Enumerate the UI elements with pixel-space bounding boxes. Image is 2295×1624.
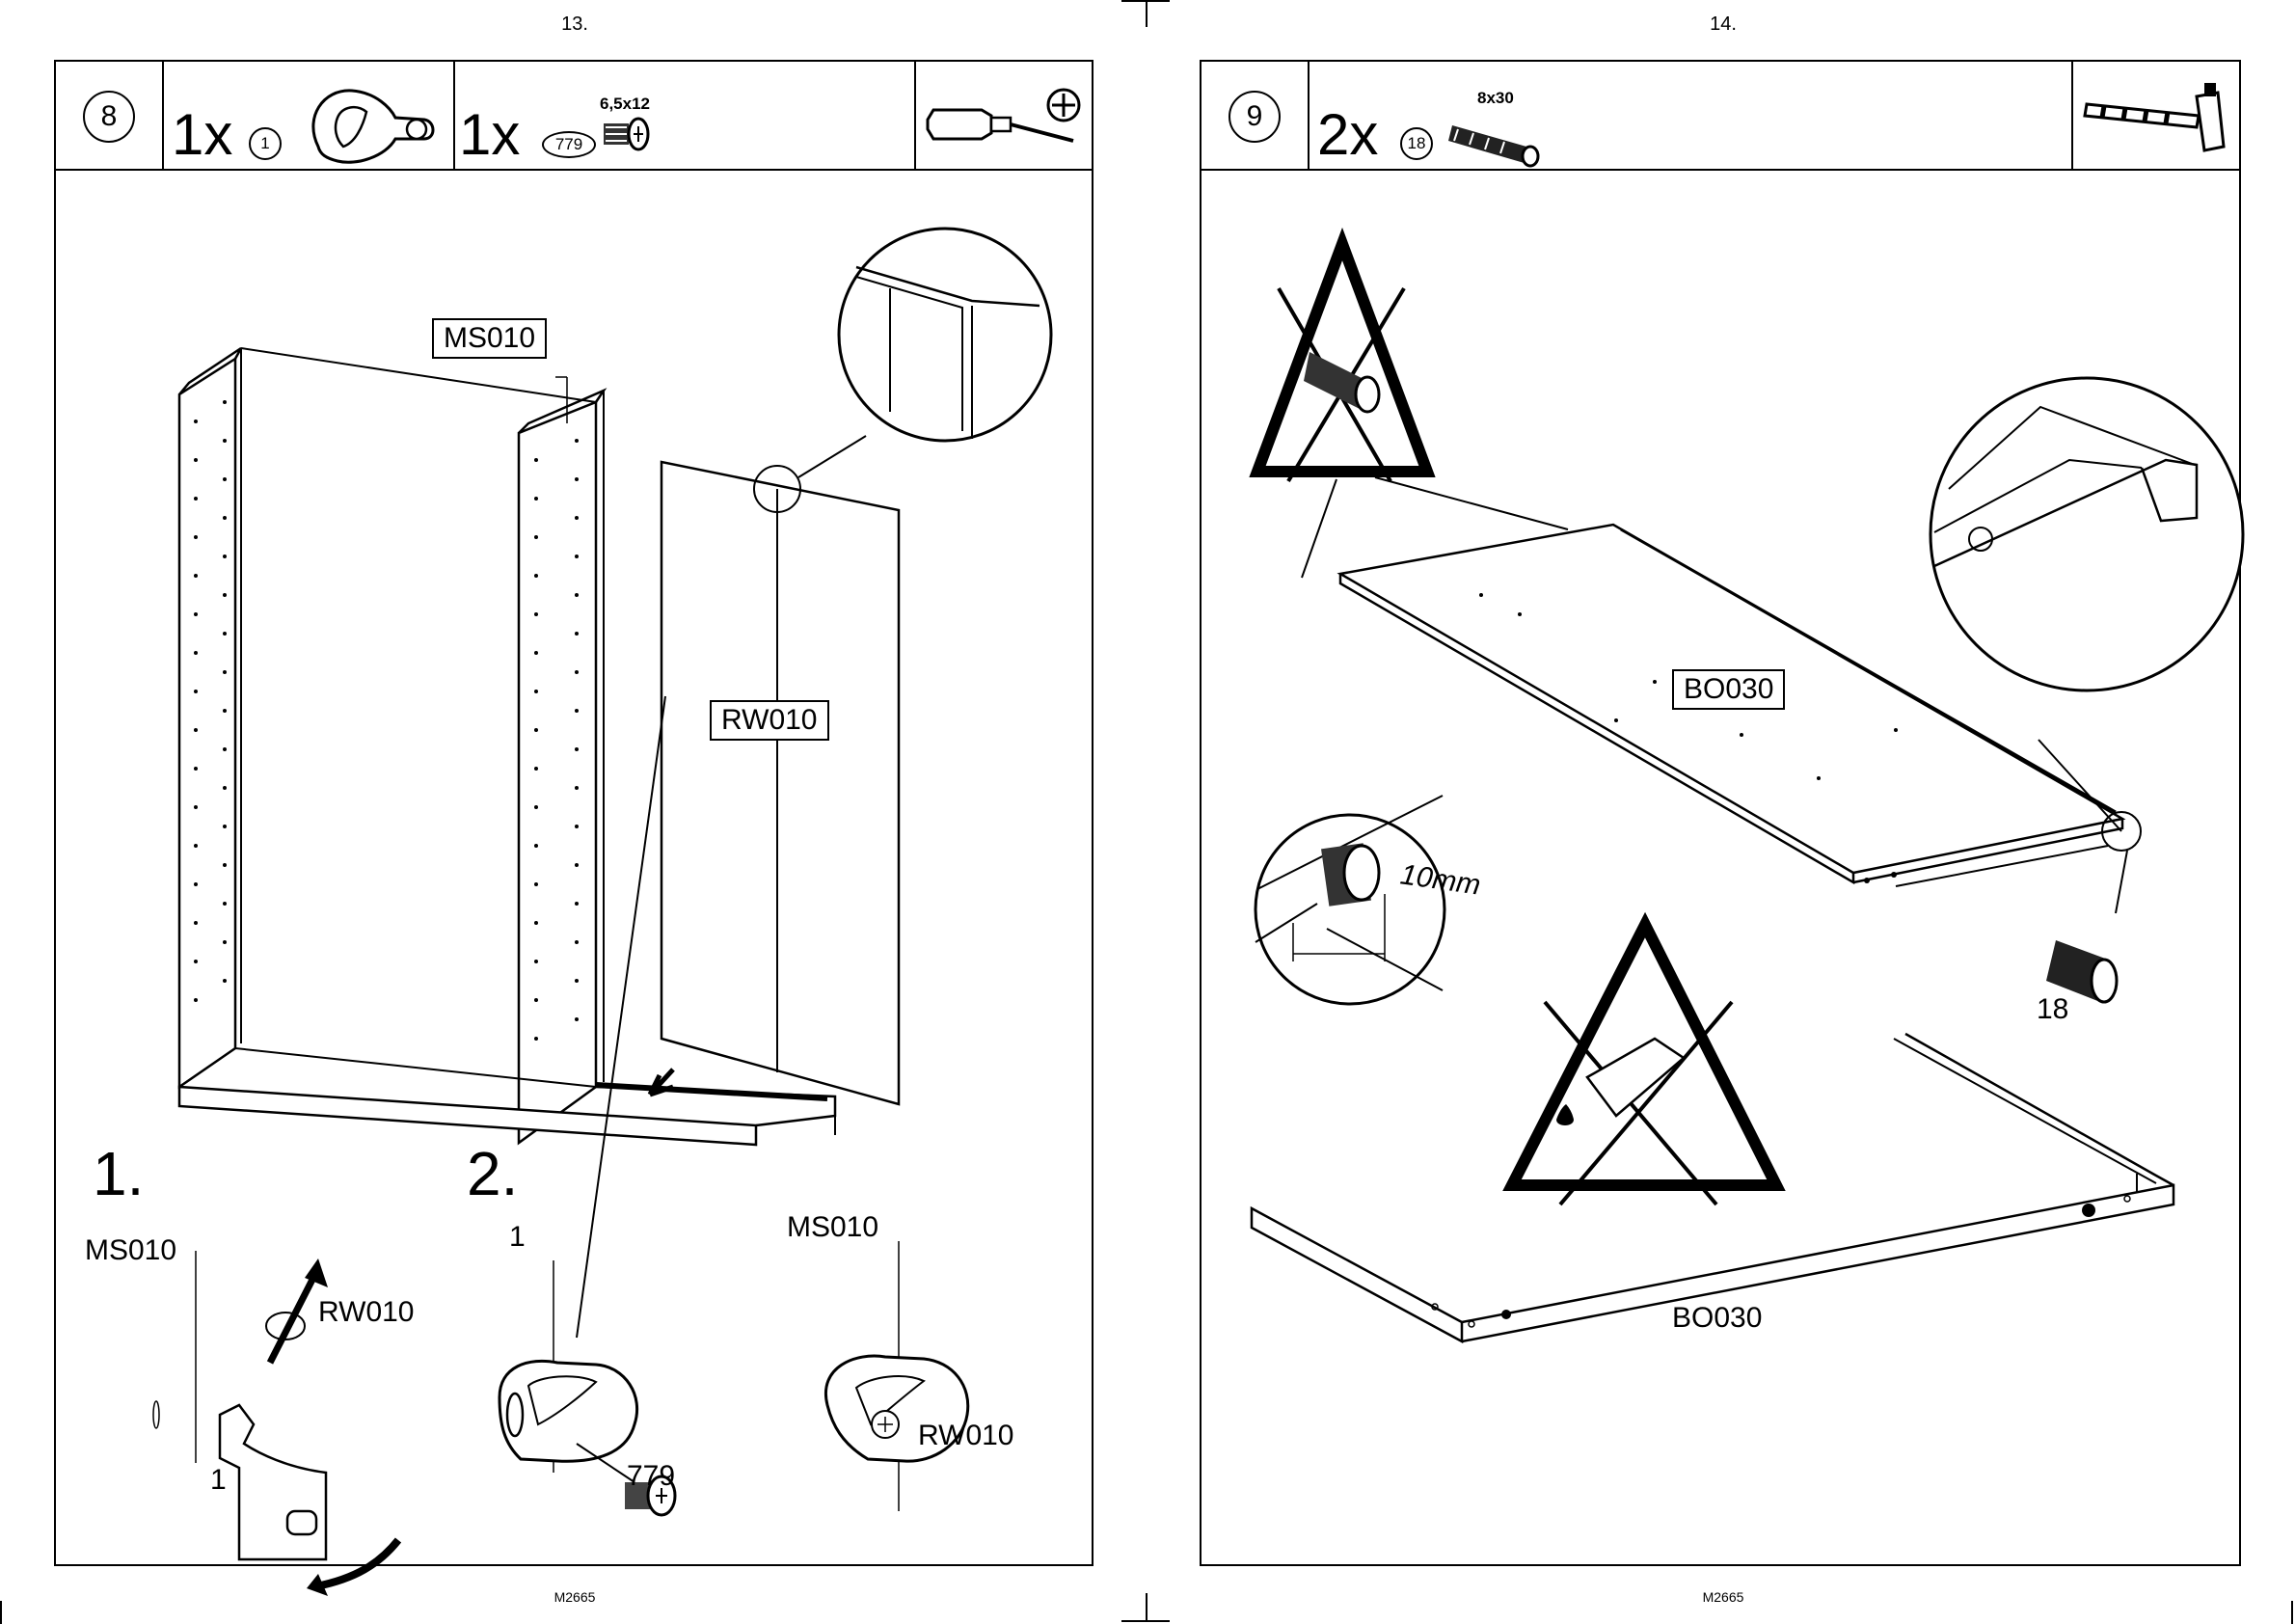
- phillips-screwdriver-icon: [924, 81, 1088, 158]
- label-rw010: RW010: [710, 700, 829, 741]
- part-id-badge: 18: [1400, 127, 1433, 160]
- tool-cell: [2073, 62, 2241, 169]
- detail-1-rw010: RW010: [318, 1296, 415, 1329]
- part-cell-1: 1x 1: [164, 62, 455, 169]
- crop-mark-right: [2291, 1601, 2293, 1624]
- crop-mark-bottom: [1121, 1620, 1170, 1622]
- part-qty: 1x: [459, 106, 520, 164]
- detail-1-ms010: MS010: [85, 1234, 176, 1267]
- detail-1-part: 1: [210, 1464, 227, 1497]
- crop-mark-left: [0, 1601, 2, 1624]
- crop-mark-top-v: [1146, 0, 1148, 27]
- part-qty: 2x: [1317, 106, 1378, 164]
- part-cell-2: 1x 779 6,5x12: [455, 62, 916, 169]
- page-number-left: 13.: [536, 14, 613, 36]
- cabinet-illustration: [56, 171, 1092, 1564]
- label-dowel-part: 18: [2037, 993, 2068, 1026]
- cam-connector-icon: [299, 79, 444, 166]
- detail-2-number: 2.: [467, 1138, 518, 1209]
- crop-mark-bottom-v: [1146, 1593, 1148, 1620]
- hammer-icon: [2083, 79, 2237, 156]
- label-bo030-top: BO030: [1672, 669, 1785, 710]
- dowel-icon: [1444, 112, 1551, 170]
- step-9-header: 9 2x 18 8x30: [1202, 62, 2239, 171]
- step-8-panel: 8 1x 1 1x 779 6,5x12: [54, 60, 1094, 1566]
- step-8-header: 8 1x 1 1x 779 6,5x12: [56, 62, 1092, 171]
- part-id-badge: 779: [542, 131, 596, 158]
- footer-code-left: M2665: [536, 1589, 613, 1605]
- shelf-illustration: [1202, 171, 2239, 1564]
- footer-code-right: M2665: [1685, 1589, 1762, 1605]
- detail-2-screw: 779: [627, 1460, 675, 1493]
- detail-2-part: 1: [509, 1221, 526, 1254]
- part-cell-1: 2x 18 8x30: [1310, 62, 2073, 169]
- page-number-right: 14.: [1685, 14, 1762, 36]
- detail-3-rw010: RW010: [918, 1420, 1014, 1452]
- part-size: 8x30: [1477, 89, 1514, 108]
- part-id-badge: 1: [249, 127, 282, 160]
- part-size: 6,5x12: [600, 95, 650, 114]
- detail-3-ms010: MS010: [787, 1211, 878, 1244]
- step-number-cell: 9: [1202, 62, 1310, 169]
- step-number-cell: 8: [56, 62, 164, 169]
- label-ms010: MS010: [432, 318, 547, 359]
- detail-1-number: 1.: [93, 1138, 144, 1209]
- part-qty: 1x: [172, 106, 232, 164]
- step-number: 9: [1228, 91, 1281, 143]
- step-number: 8: [83, 91, 135, 143]
- step-9-panel: 9 2x 18 8x30: [1200, 60, 2241, 1566]
- label-bo030-bottom: BO030: [1672, 1302, 1762, 1335]
- screw-icon: [600, 118, 658, 156]
- tool-cell: [916, 62, 1094, 169]
